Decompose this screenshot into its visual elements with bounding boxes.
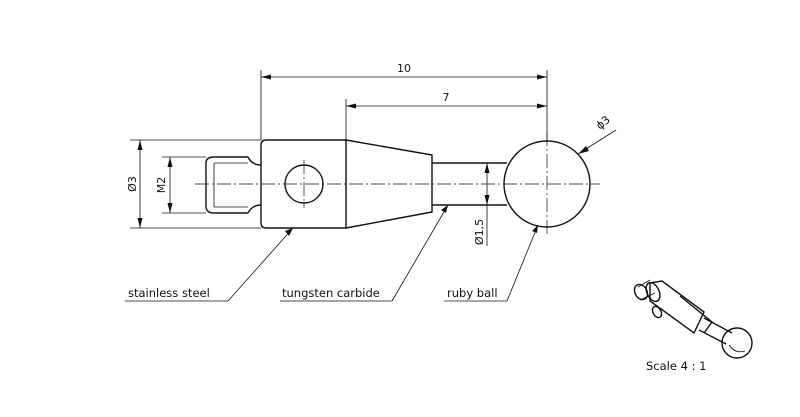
stem-body <box>432 162 507 206</box>
thread-body <box>205 156 248 214</box>
dimension-thread-text: M2 <box>155 177 168 194</box>
isometric-view: Scale 4 : 1 <box>633 279 753 373</box>
dimension-ball-text: ϕ3 <box>594 113 613 132</box>
dimension-10-text: 10 <box>397 62 411 75</box>
dimension-shank-text: Ø3 <box>126 176 139 192</box>
center-lines <box>195 132 600 236</box>
taper-body <box>345 139 433 229</box>
scale-text: Scale 4 : 1 <box>646 359 706 373</box>
dimension-ball-diameter: ϕ3 <box>577 113 617 155</box>
label-ruby-ball: ruby ball <box>444 224 539 302</box>
dimension-shank-diameter: Ø3 <box>126 139 261 229</box>
label-stainless-steel-text: stainless steel <box>128 286 210 300</box>
label-ruby-ball-text: ruby ball <box>447 286 498 300</box>
dimension-stem-text: Ø1,5 <box>473 219 486 245</box>
dimension-taper-length: 7 <box>345 91 547 140</box>
dimension-thread: M2 <box>155 156 206 214</box>
label-tungsten-carbide-text: tungsten carbide <box>282 286 380 300</box>
shank-body <box>260 139 347 229</box>
label-tungsten-carbide: tungsten carbide <box>280 204 449 302</box>
dimension-overall-length: 10 <box>260 62 548 141</box>
dimension-stem-diameter: Ø1,5 <box>473 163 490 246</box>
dimension-7-text: 7 <box>443 91 450 104</box>
label-stainless-steel: stainless steel <box>125 227 294 302</box>
